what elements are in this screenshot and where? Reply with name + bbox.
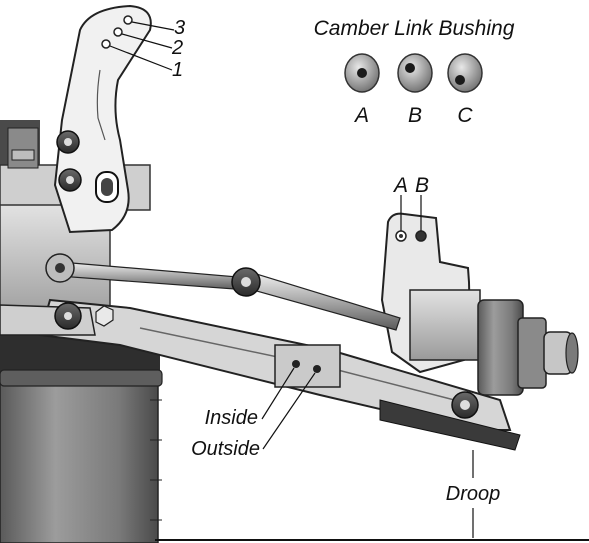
leader-lines: [109, 21, 474, 538]
tower-hole-label-3: 3: [174, 17, 185, 39]
bushing-b-icon: [397, 53, 433, 93]
bushing-title: Camber Link Bushing: [314, 17, 515, 40]
bushing-label-b: B: [408, 104, 422, 127]
bushing-a-icon: [344, 53, 380, 93]
arm-hole-label-inside: Inside: [205, 407, 258, 429]
wheel-cylinder: [0, 369, 163, 543]
hub-hole-label-a: A: [392, 174, 408, 197]
bushing-label-c: C: [457, 104, 473, 127]
tower-hole-label-1: 1: [172, 59, 183, 81]
hub-hole-label-b: B: [415, 174, 429, 197]
bushing-c-icon: [447, 53, 483, 93]
arm-hole-label-outside: Outside: [191, 438, 260, 460]
droop-label: Droop: [446, 483, 500, 505]
hub-carrier: [380, 212, 579, 396]
shock-tower: [53, 4, 152, 234]
tower-hole-label-2: 2: [171, 37, 183, 59]
bushing-label-a: A: [353, 104, 369, 127]
camber-link: [45, 253, 401, 331]
